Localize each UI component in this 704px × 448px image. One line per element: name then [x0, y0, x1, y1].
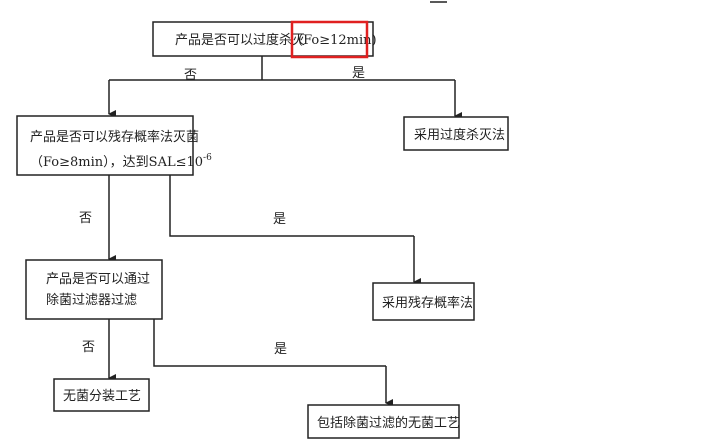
- connector: [169, 175, 414, 237]
- node-filtration-line2: 除菌过滤器过滤: [46, 293, 137, 308]
- label-yes-2: 是: [273, 212, 286, 227]
- node-aseptic-filling-text: 无菌分装工艺: [63, 389, 141, 404]
- node-use-bioburden: 采用残存概率法: [372, 282, 475, 321]
- fo-threshold-text: (Fo≥12min): [298, 33, 377, 48]
- node-aseptic-with-filtration: 包括除菌过滤的无菌工艺: [307, 404, 460, 439]
- node-aseptic-filling: 无菌分装工艺: [53, 378, 150, 412]
- node-use-overkill: 采用过度杀灭法: [403, 116, 509, 151]
- node-overkill-question-text: 产品是否可以过度杀灭: [175, 32, 305, 48]
- node-aseptic-with-filtration-text: 包括除菌过滤的无菌工艺: [317, 415, 460, 431]
- label-no-3: 否: [82, 340, 95, 355]
- node-filtration-line1: 产品是否可以通过: [46, 272, 150, 287]
- label-no-2: 否: [79, 211, 92, 226]
- connector: [153, 319, 386, 367]
- node-use-bioburden-text: 采用残存概率法: [382, 295, 473, 311]
- label-yes-1: 是: [352, 66, 365, 81]
- node-use-overkill-text: 采用过度杀灭法: [414, 127, 505, 143]
- node-overkill-question: 产品是否可以过度杀灭 (Fo≥12min): [152, 20, 377, 59]
- connector: [109, 56, 455, 81]
- label-yes-3: 是: [274, 342, 287, 357]
- highlight-box: [290, 20, 369, 59]
- node-bioburden-line2: （Fo≥8min），达到SAL≤10-6: [30, 153, 212, 170]
- node-filtration-question: 产品是否可以通过 除菌过滤器过滤: [25, 259, 163, 320]
- node-bioburden-line1: 产品是否可以残存概率法灭菌: [30, 129, 199, 145]
- label-no-1: 否: [184, 68, 197, 83]
- node-bioburden-question: 产品是否可以残存概率法灭菌 （Fo≥8min），达到SAL≤10-6: [16, 115, 212, 176]
